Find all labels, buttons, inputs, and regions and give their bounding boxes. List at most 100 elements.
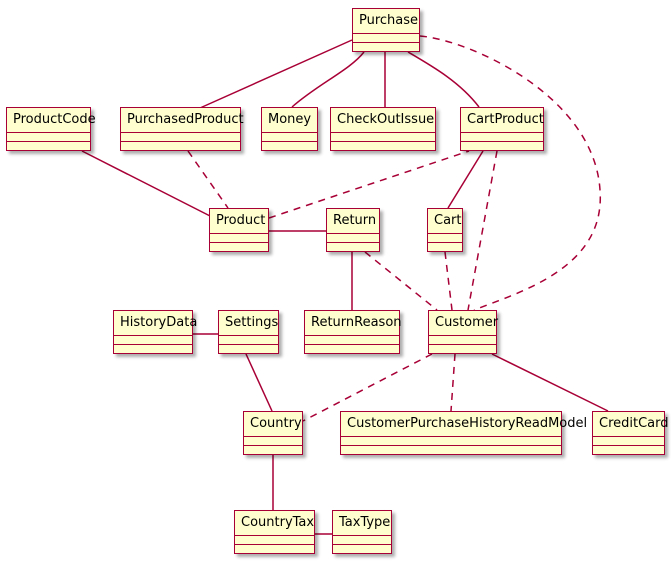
class-title: Country xyxy=(250,416,302,431)
compartment-separator xyxy=(235,535,314,536)
attributes-compartment xyxy=(244,437,302,445)
class-productcode[interactable]: ProductCode xyxy=(6,107,96,151)
compartment-separator xyxy=(593,445,664,446)
compartment-separator xyxy=(353,33,419,34)
class-customer[interactable]: Customer xyxy=(428,310,498,354)
methods-compartment xyxy=(262,142,317,150)
compartment-separator xyxy=(593,436,664,437)
class-historydata[interactable]: HistoryData xyxy=(113,310,197,354)
class-title: CountryTax xyxy=(241,515,315,530)
edge-purchase-purchasedproduct xyxy=(199,39,353,109)
class-title: Settings xyxy=(225,315,279,330)
class-cartproduct[interactable]: CartProduct xyxy=(460,107,544,151)
edge-return-customer xyxy=(364,251,438,311)
compartment-separator xyxy=(235,544,314,545)
class-title: CreditCard xyxy=(599,416,669,431)
class-cart[interactable]: Cart xyxy=(427,208,463,252)
attributes-compartment xyxy=(305,336,399,344)
class-countrytax[interactable]: CountryTax xyxy=(234,510,315,554)
attributes-compartment xyxy=(121,133,240,141)
class-title: TaxType xyxy=(339,515,391,530)
class-title: CustomerPurchaseHistoryReadModel xyxy=(347,416,588,431)
methods-compartment xyxy=(461,142,543,150)
compartment-separator xyxy=(219,335,278,336)
class-title: Cart xyxy=(434,213,462,228)
methods-compartment xyxy=(121,142,240,150)
edge-customer-creditcard xyxy=(491,353,609,412)
compartment-separator xyxy=(341,445,561,446)
methods-compartment xyxy=(331,142,435,150)
class-title: Money xyxy=(268,112,312,127)
compartment-separator xyxy=(341,436,561,437)
edge-settings-country xyxy=(245,353,273,412)
class-purchase[interactable]: Purchase xyxy=(352,8,420,52)
edge-cartproduct-cart xyxy=(447,150,484,209)
compartment-separator xyxy=(219,344,278,345)
edge-cart-customer xyxy=(444,251,453,311)
class-returnreason[interactable]: ReturnReason xyxy=(304,310,402,354)
edge-purchasedproduct-product xyxy=(187,150,229,209)
class-title: PurchasedProduct xyxy=(127,112,244,127)
compartment-separator xyxy=(210,233,268,234)
compartment-separator xyxy=(305,344,399,345)
methods-compartment xyxy=(593,446,664,454)
compartment-separator xyxy=(429,344,496,345)
class-taxtype[interactable]: TaxType xyxy=(332,510,392,554)
class-title: ReturnReason xyxy=(311,315,402,330)
class-country[interactable]: Country xyxy=(243,411,303,455)
class-money[interactable]: Money xyxy=(261,107,318,151)
methods-compartment xyxy=(244,446,302,454)
compartment-separator xyxy=(210,242,268,243)
class-customerpurchasehistoryreadmodel[interactable]: CustomerPurchaseHistoryReadModel xyxy=(340,411,588,455)
compartment-separator xyxy=(333,544,391,545)
class-creditcard[interactable]: CreditCard xyxy=(592,411,669,455)
methods-compartment xyxy=(333,545,391,553)
class-title: Return xyxy=(333,213,377,228)
methods-compartment xyxy=(429,345,496,353)
methods-compartment xyxy=(327,243,379,251)
attributes-compartment xyxy=(429,336,496,344)
class-return[interactable]: Return xyxy=(326,208,380,252)
compartment-separator xyxy=(7,132,90,133)
attributes-compartment xyxy=(341,437,561,445)
methods-compartment xyxy=(219,345,278,353)
compartment-separator xyxy=(327,233,379,234)
class-purchasedproduct[interactable]: PurchasedProduct xyxy=(120,107,244,151)
attributes-compartment xyxy=(353,34,419,42)
class-product[interactable]: Product xyxy=(209,208,269,252)
class-title: CheckOutIssue xyxy=(337,112,435,127)
compartment-separator xyxy=(121,132,240,133)
attributes-compartment xyxy=(593,437,664,445)
attributes-compartment xyxy=(333,536,391,544)
class-title: Purchase xyxy=(359,13,419,28)
edge-customer-cphrm xyxy=(450,353,456,412)
compartment-separator xyxy=(114,344,192,345)
compartment-separator xyxy=(244,436,302,437)
methods-compartment xyxy=(353,43,419,51)
compartment-separator xyxy=(121,141,240,142)
attributes-compartment xyxy=(235,536,314,544)
compartment-separator xyxy=(262,141,317,142)
edge-cartproduct-customer xyxy=(467,150,498,311)
methods-compartment xyxy=(210,243,268,251)
compartment-separator xyxy=(114,335,192,336)
methods-compartment xyxy=(7,142,90,150)
methods-compartment xyxy=(341,446,561,454)
compartment-separator xyxy=(262,132,317,133)
methods-compartment xyxy=(235,545,314,553)
attributes-compartment xyxy=(262,133,317,141)
attributes-compartment xyxy=(428,234,462,242)
class-settings[interactable]: Settings xyxy=(218,310,279,354)
class-checkoutissue[interactable]: CheckOutIssue xyxy=(330,107,436,151)
class-title: CartProduct xyxy=(467,112,544,127)
attributes-compartment xyxy=(210,234,268,242)
edge-productcode-product xyxy=(81,150,215,219)
methods-compartment xyxy=(305,345,399,353)
attributes-compartment xyxy=(331,133,435,141)
methods-compartment xyxy=(428,243,462,251)
compartment-separator xyxy=(327,242,379,243)
attributes-compartment xyxy=(219,336,278,344)
class-title: ProductCode xyxy=(13,112,96,127)
class-title: Product xyxy=(216,213,266,228)
